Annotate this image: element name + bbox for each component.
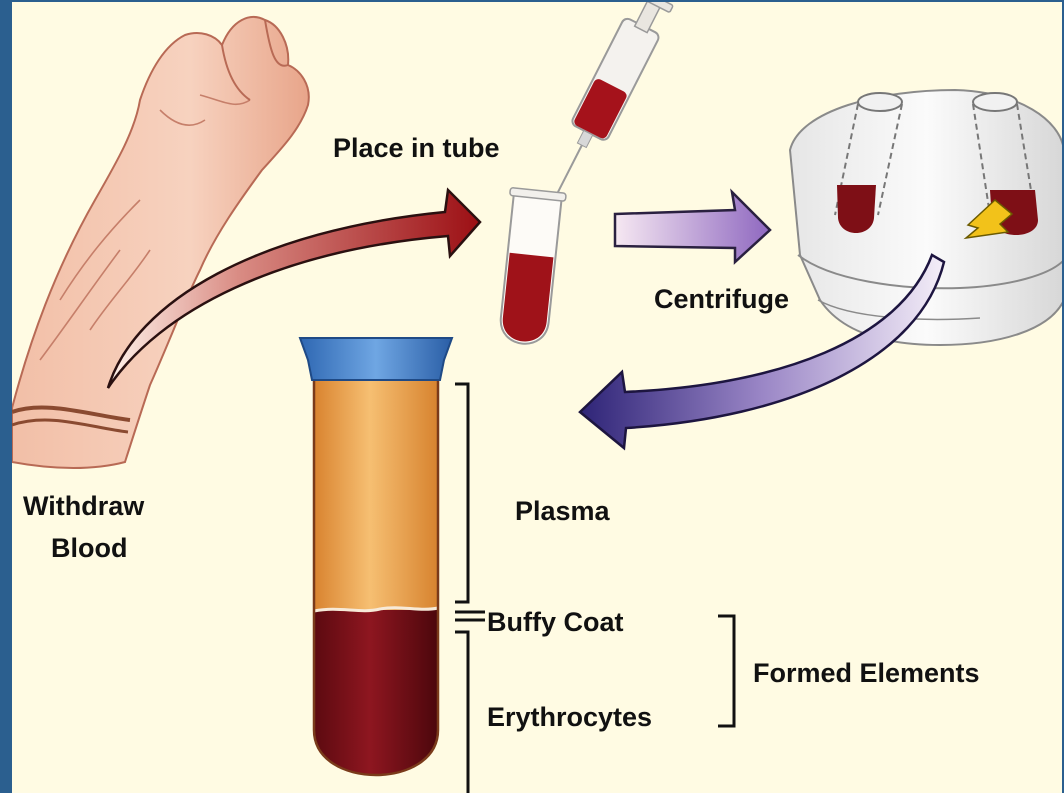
label-withdraw: Withdraw xyxy=(23,489,144,523)
centrifuge-arrow xyxy=(615,192,770,262)
centrifuge-icon xyxy=(790,90,1064,345)
label-place-in-tube: Place in tube xyxy=(333,131,500,165)
test-tube-icon xyxy=(494,188,566,347)
formed-elements-bracket xyxy=(718,616,734,726)
graduated-tube-icon xyxy=(300,338,452,775)
label-buffy-coat: Buffy Coat xyxy=(487,605,624,639)
label-plasma: Plasma xyxy=(515,494,610,528)
label-formed-elements: Formed Elements xyxy=(753,656,980,690)
erythrocytes-bracket xyxy=(455,632,468,793)
buffy-coat-marker xyxy=(455,612,485,620)
plasma-bracket xyxy=(455,384,468,602)
label-centrifuge: Centrifuge xyxy=(654,282,789,316)
label-erythrocytes: Erythrocytes xyxy=(487,700,652,734)
label-blood: Blood xyxy=(51,531,127,565)
arm-icon xyxy=(12,17,309,468)
syringe-icon xyxy=(540,0,675,202)
